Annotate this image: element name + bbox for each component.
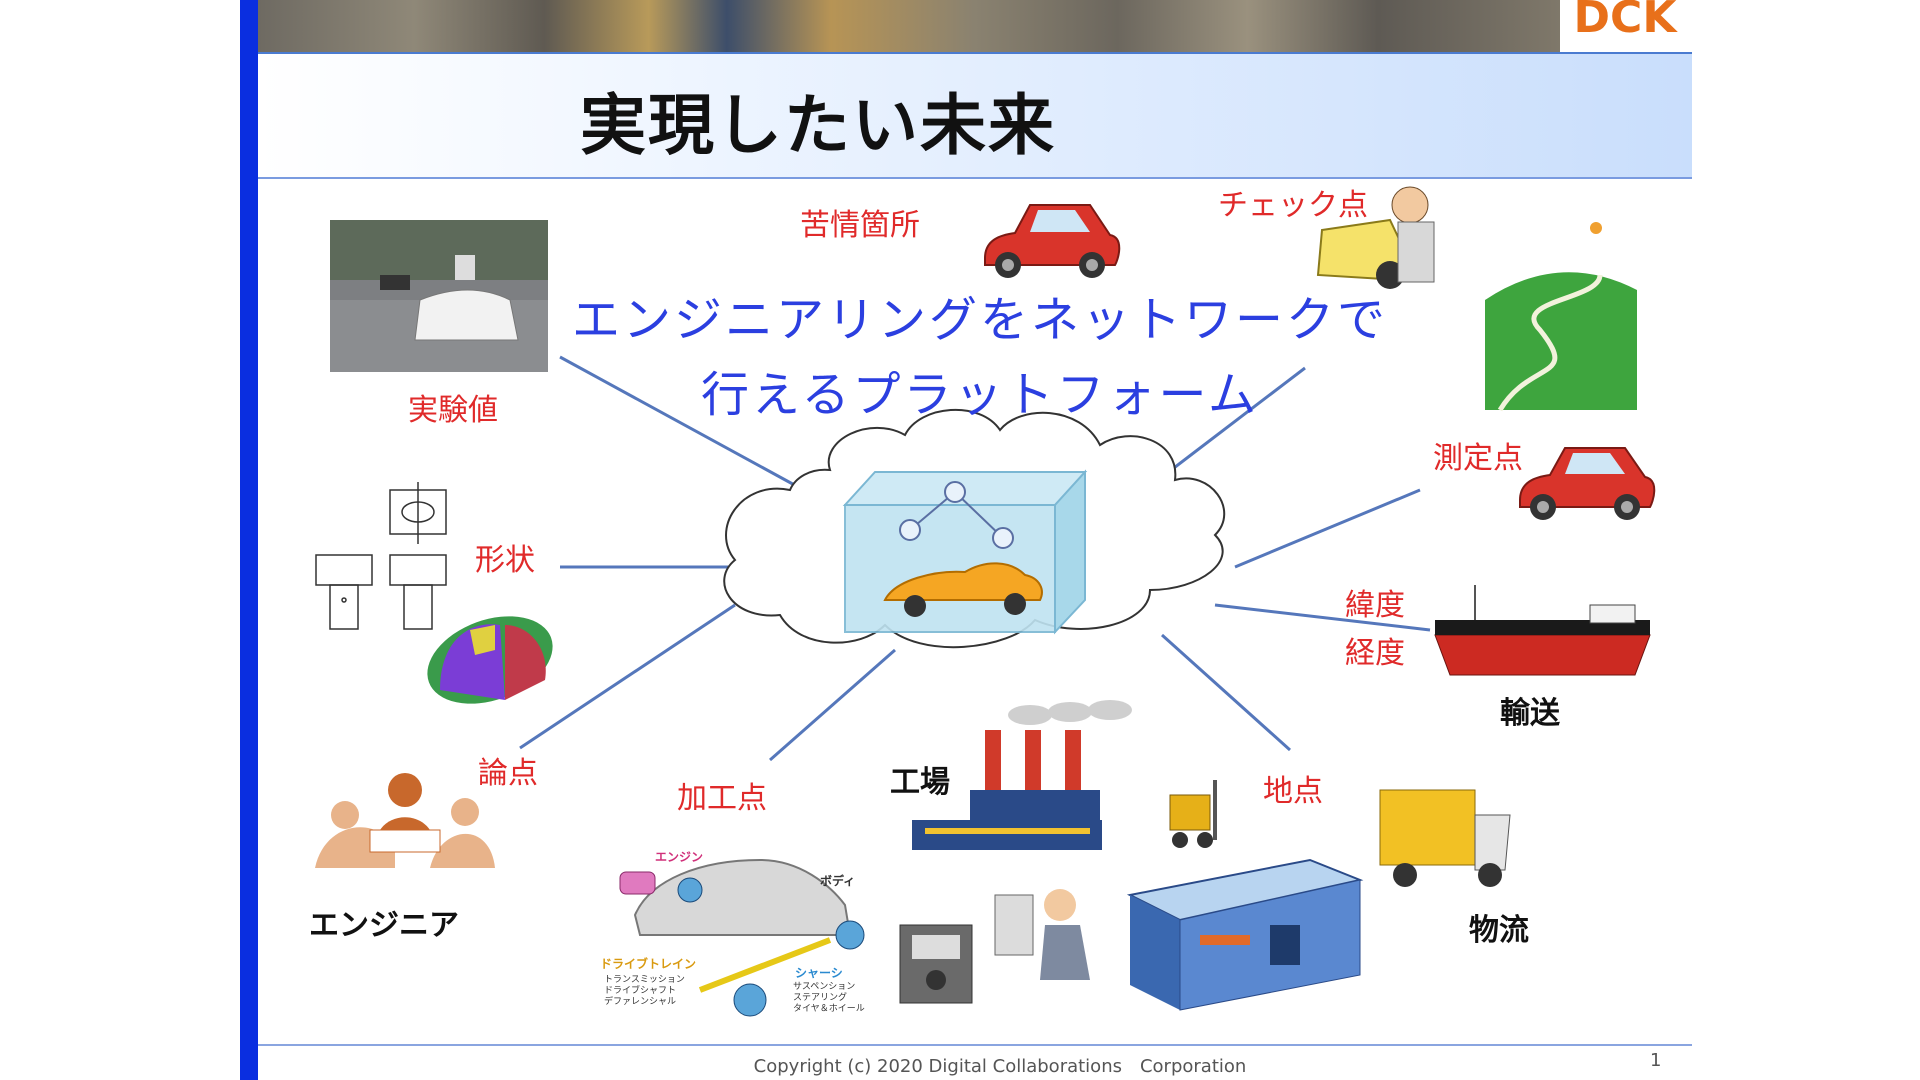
car-part-chassis-items: サスペンション ステアリング タイヤ＆ホイール (793, 982, 865, 1014)
label-check-point: チェック点 (1218, 188, 1368, 223)
title-band (258, 54, 1692, 178)
car-part-drivetrain-items: トランスミッション ドライブシャフト デファレンシャル (604, 975, 685, 1007)
factory-icon (912, 700, 1132, 850)
car-part-engine-label: エンジン (655, 850, 704, 864)
technical-drawing-icon (315, 482, 447, 630)
copyright-footer: Copyright (c) 2020 Digital Collaboration… (753, 1056, 1247, 1077)
cargo-ship-icon (1434, 585, 1651, 676)
footer-divider (258, 1044, 1692, 1046)
accent-stripe (240, 0, 258, 1080)
car-part-body-label: ボディ (820, 874, 856, 888)
connector-lines (519, 355, 1431, 762)
brand-box (1560, 0, 1692, 52)
brand-logo: DCK (1573, 0, 1677, 43)
warehouse-layout-illustration (1126, 858, 1364, 1011)
label-measurement-point: 測定点 (1433, 441, 1523, 476)
3d-shape-model-icon (427, 616, 553, 704)
label-complaint-location: 苦情箇所 (800, 208, 920, 243)
slide-title: 実現したい未来 (580, 87, 1056, 164)
label-experimental-values: 実験値 (408, 393, 498, 428)
page-number: 1 (1650, 1050, 1662, 1071)
sports-car-icon (883, 562, 1043, 617)
label-processing-point: 加工点 (677, 781, 767, 816)
label-factory: 工場 (890, 765, 950, 800)
header-divider (258, 52, 1692, 54)
red-car-icon (984, 204, 1121, 278)
engineers-meeting-icon (315, 773, 495, 868)
tagline-line-2: 行えるプラットフォーム (700, 367, 1260, 423)
label-shape: 形状 (475, 543, 535, 578)
mechanic-checking-car-icon (1316, 186, 1435, 289)
label-longitude: 経度 (1345, 636, 1405, 671)
label-discussion-point: 論点 (478, 756, 538, 791)
autonomous-car-photo (330, 220, 548, 372)
forklift-icon (1169, 780, 1217, 848)
data-cube-icon (842, 469, 1088, 635)
car-part-chassis-label: シャーシ (795, 966, 843, 980)
delivery-truck-icon (1379, 789, 1511, 887)
header-clock-photo (258, 0, 1560, 52)
inspector-worker-icon (994, 889, 1090, 980)
winding-road-illustration (1485, 222, 1637, 412)
label-logistics: 物流 (1469, 913, 1529, 948)
measuring-instrument-icon (899, 924, 973, 1004)
car-parts-diagram (619, 858, 865, 1017)
tagline-line-1: エンジニアリングをネットワークで (571, 292, 1388, 348)
left-margin (0, 0, 258, 1080)
label-engineer: エンジニア (309, 908, 459, 943)
car-part-drivetrain-label: ドライブトレイン (600, 957, 697, 971)
label-transport: 輸送 (1500, 696, 1560, 731)
red-car-measurement-icon (1519, 447, 1656, 520)
label-location-point: 地点 (1263, 774, 1323, 809)
label-latitude: 緯度 (1345, 588, 1405, 623)
title-divider (258, 177, 1692, 179)
